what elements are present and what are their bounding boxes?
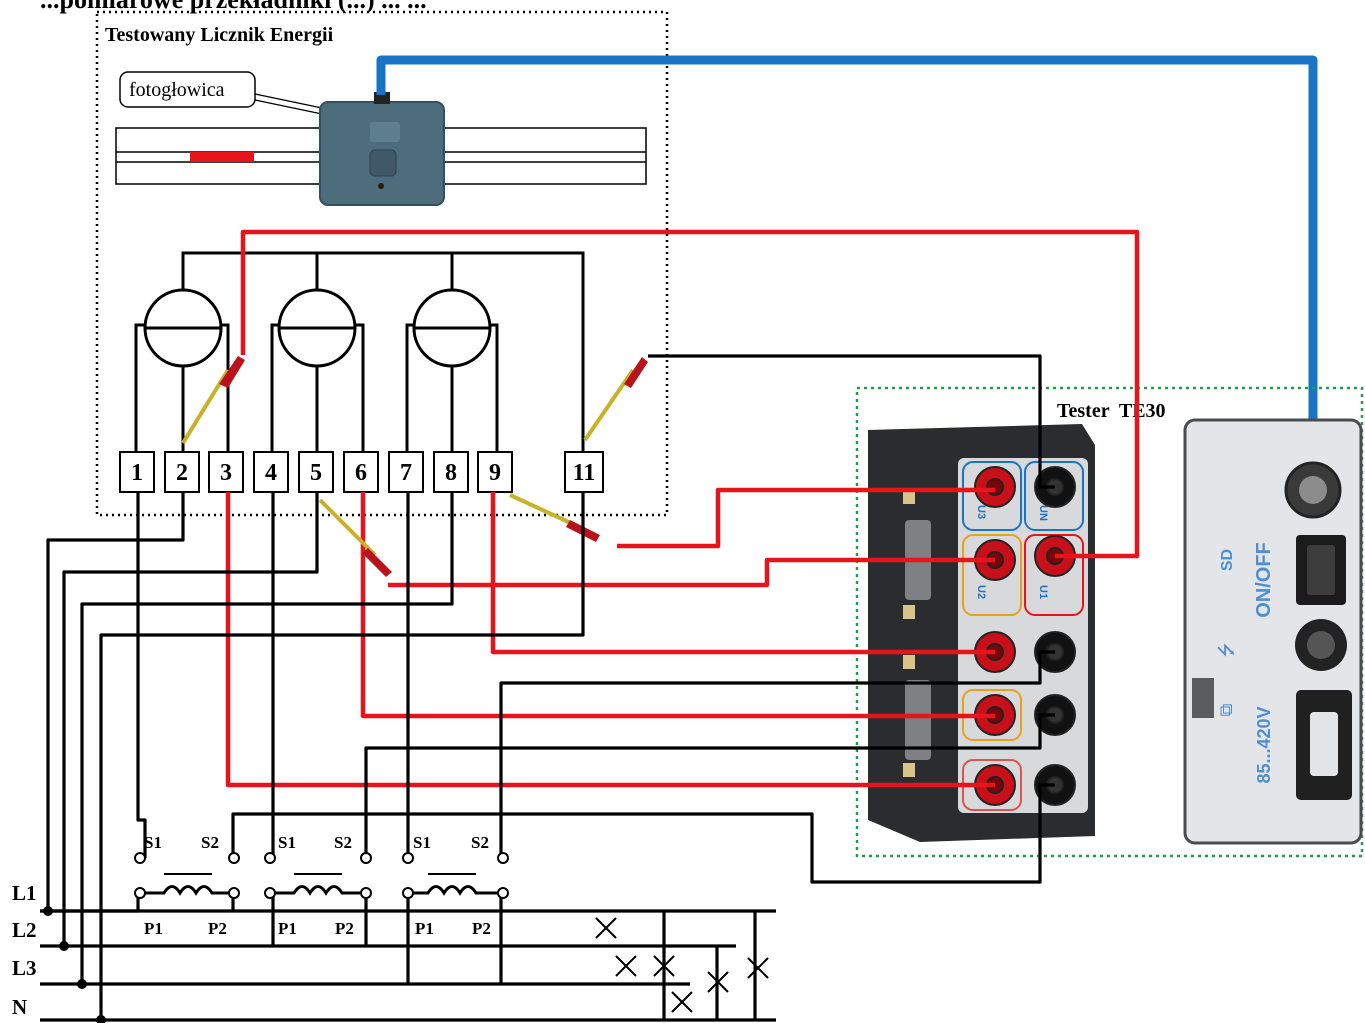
network-icon: ⧉ [1216, 703, 1237, 716]
line-l2: L2 [12, 918, 37, 942]
terminal-block: 1 2 3 4 5 6 7 8 9 11 [119, 451, 604, 493]
onoff-label: ON/OFF [1253, 542, 1275, 618]
current-wires [40, 354, 1055, 1022]
test-probes [181, 356, 648, 577]
photohead-callout [119, 71, 256, 108]
ct3-p1: P1 [415, 919, 434, 938]
terminal-11: 11 [573, 460, 596, 486]
sd-icon: SD [1219, 549, 1236, 571]
u3-label: U3 [975, 505, 987, 519]
terminal-3: 3 [220, 460, 232, 486]
tester-title: Tester TE30 [1057, 400, 1166, 422]
tester-box [855, 386, 1364, 858]
header-text: ...pomiarowe przekładniki (...) ... ... [40, 0, 427, 14]
ct1-p2: P2 [208, 919, 227, 938]
terminal-7: 7 [400, 460, 412, 486]
meter-title: Testowany Licznik Energii [105, 24, 334, 46]
load-markers [595, 917, 769, 1013]
line-n: N [12, 995, 27, 1019]
ct3-s1: S1 [413, 833, 431, 852]
line-labels: L1 L2 L3 N [12, 881, 37, 1019]
ct3-p2: P2 [472, 919, 491, 938]
disk-mark [190, 152, 254, 162]
ct2-p1: P1 [278, 919, 297, 938]
terminal-8: 8 [445, 460, 457, 486]
line-l1: L1 [12, 881, 37, 905]
terminal-9: 9 [489, 460, 501, 486]
photohead-device [319, 92, 445, 206]
photohead-cable [376, 55, 1318, 470]
u2-label: U2 [975, 585, 987, 599]
tester-side-panel: ON/OFF 85...420V SD ⭍ ⧉ [1183, 418, 1363, 845]
terminal-2: 2 [176, 460, 188, 486]
usb-icon: ⭍ [1216, 643, 1237, 658]
tester-socket-panel: U3 UN U2 U1 [868, 424, 1095, 842]
ct1-s2: S2 [201, 833, 219, 852]
photohead-label: fotogłowica [129, 79, 225, 101]
terminal-5: 5 [310, 460, 322, 486]
ct3-s2: S2 [471, 833, 489, 852]
ct1-p1: P1 [144, 919, 163, 938]
ct2-p2: P2 [335, 919, 354, 938]
ct2-s1: S1 [278, 833, 296, 852]
terminal-6: 6 [355, 460, 367, 486]
u1-label: U1 [1037, 585, 1049, 599]
junction-dots [43, 906, 106, 1023]
voltage-wires [225, 229, 1140, 788]
meter-coils [134, 251, 585, 452]
un-label: UN [1037, 505, 1049, 521]
meter-box [95, 10, 669, 517]
ct1-s1: S1 [144, 833, 162, 852]
terminal-1: 1 [131, 460, 143, 486]
current-transformers [134, 852, 509, 899]
terminal-4: 4 [265, 460, 277, 486]
line-l3: L3 [12, 956, 37, 980]
voltage-label: 85...420V [1254, 706, 1274, 783]
ct2-s2: S2 [334, 833, 352, 852]
ct-labels: S1 S2 S1 S2 S1 S2 P1 P2 P1 P2 P1 P2 [144, 833, 491, 938]
